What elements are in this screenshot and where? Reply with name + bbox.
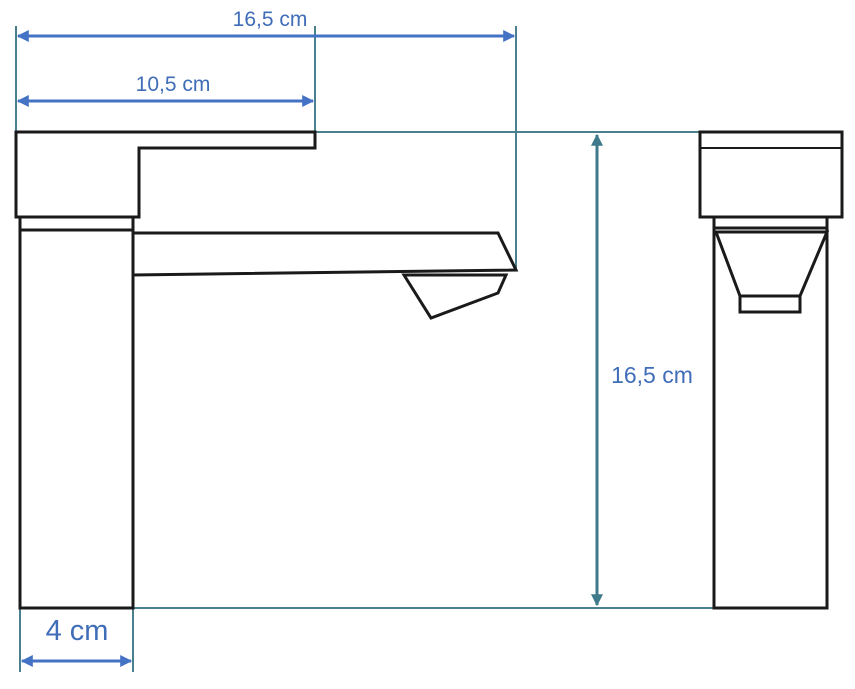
faucet-side-view: [698, 130, 844, 610]
side-handle: [698, 130, 844, 219]
side-collar: [712, 215, 829, 230]
label-total-reach: 16,5 cm: [233, 8, 308, 31]
dimension-labels: 16,5 cm 10,5 cm 16,5 cm 4 cm: [46, 8, 693, 647]
label-base-width: 4 cm: [46, 615, 109, 647]
extension-lines: [15, 26, 714, 672]
label-height: 16,5 cm: [611, 362, 693, 388]
faucet-body: [18, 228, 135, 610]
faucet-handle: [14, 130, 317, 219]
faucet-front-view: [14, 130, 519, 610]
side-spout-outlet: [738, 294, 802, 314]
label-handle-length: 10,5 cm: [136, 73, 211, 96]
faucet-spout: [131, 231, 519, 277]
dimension-arrows: [16, 30, 603, 667]
faucet-collar: [18, 215, 135, 232]
faucet-spout-tip: [401, 273, 509, 320]
